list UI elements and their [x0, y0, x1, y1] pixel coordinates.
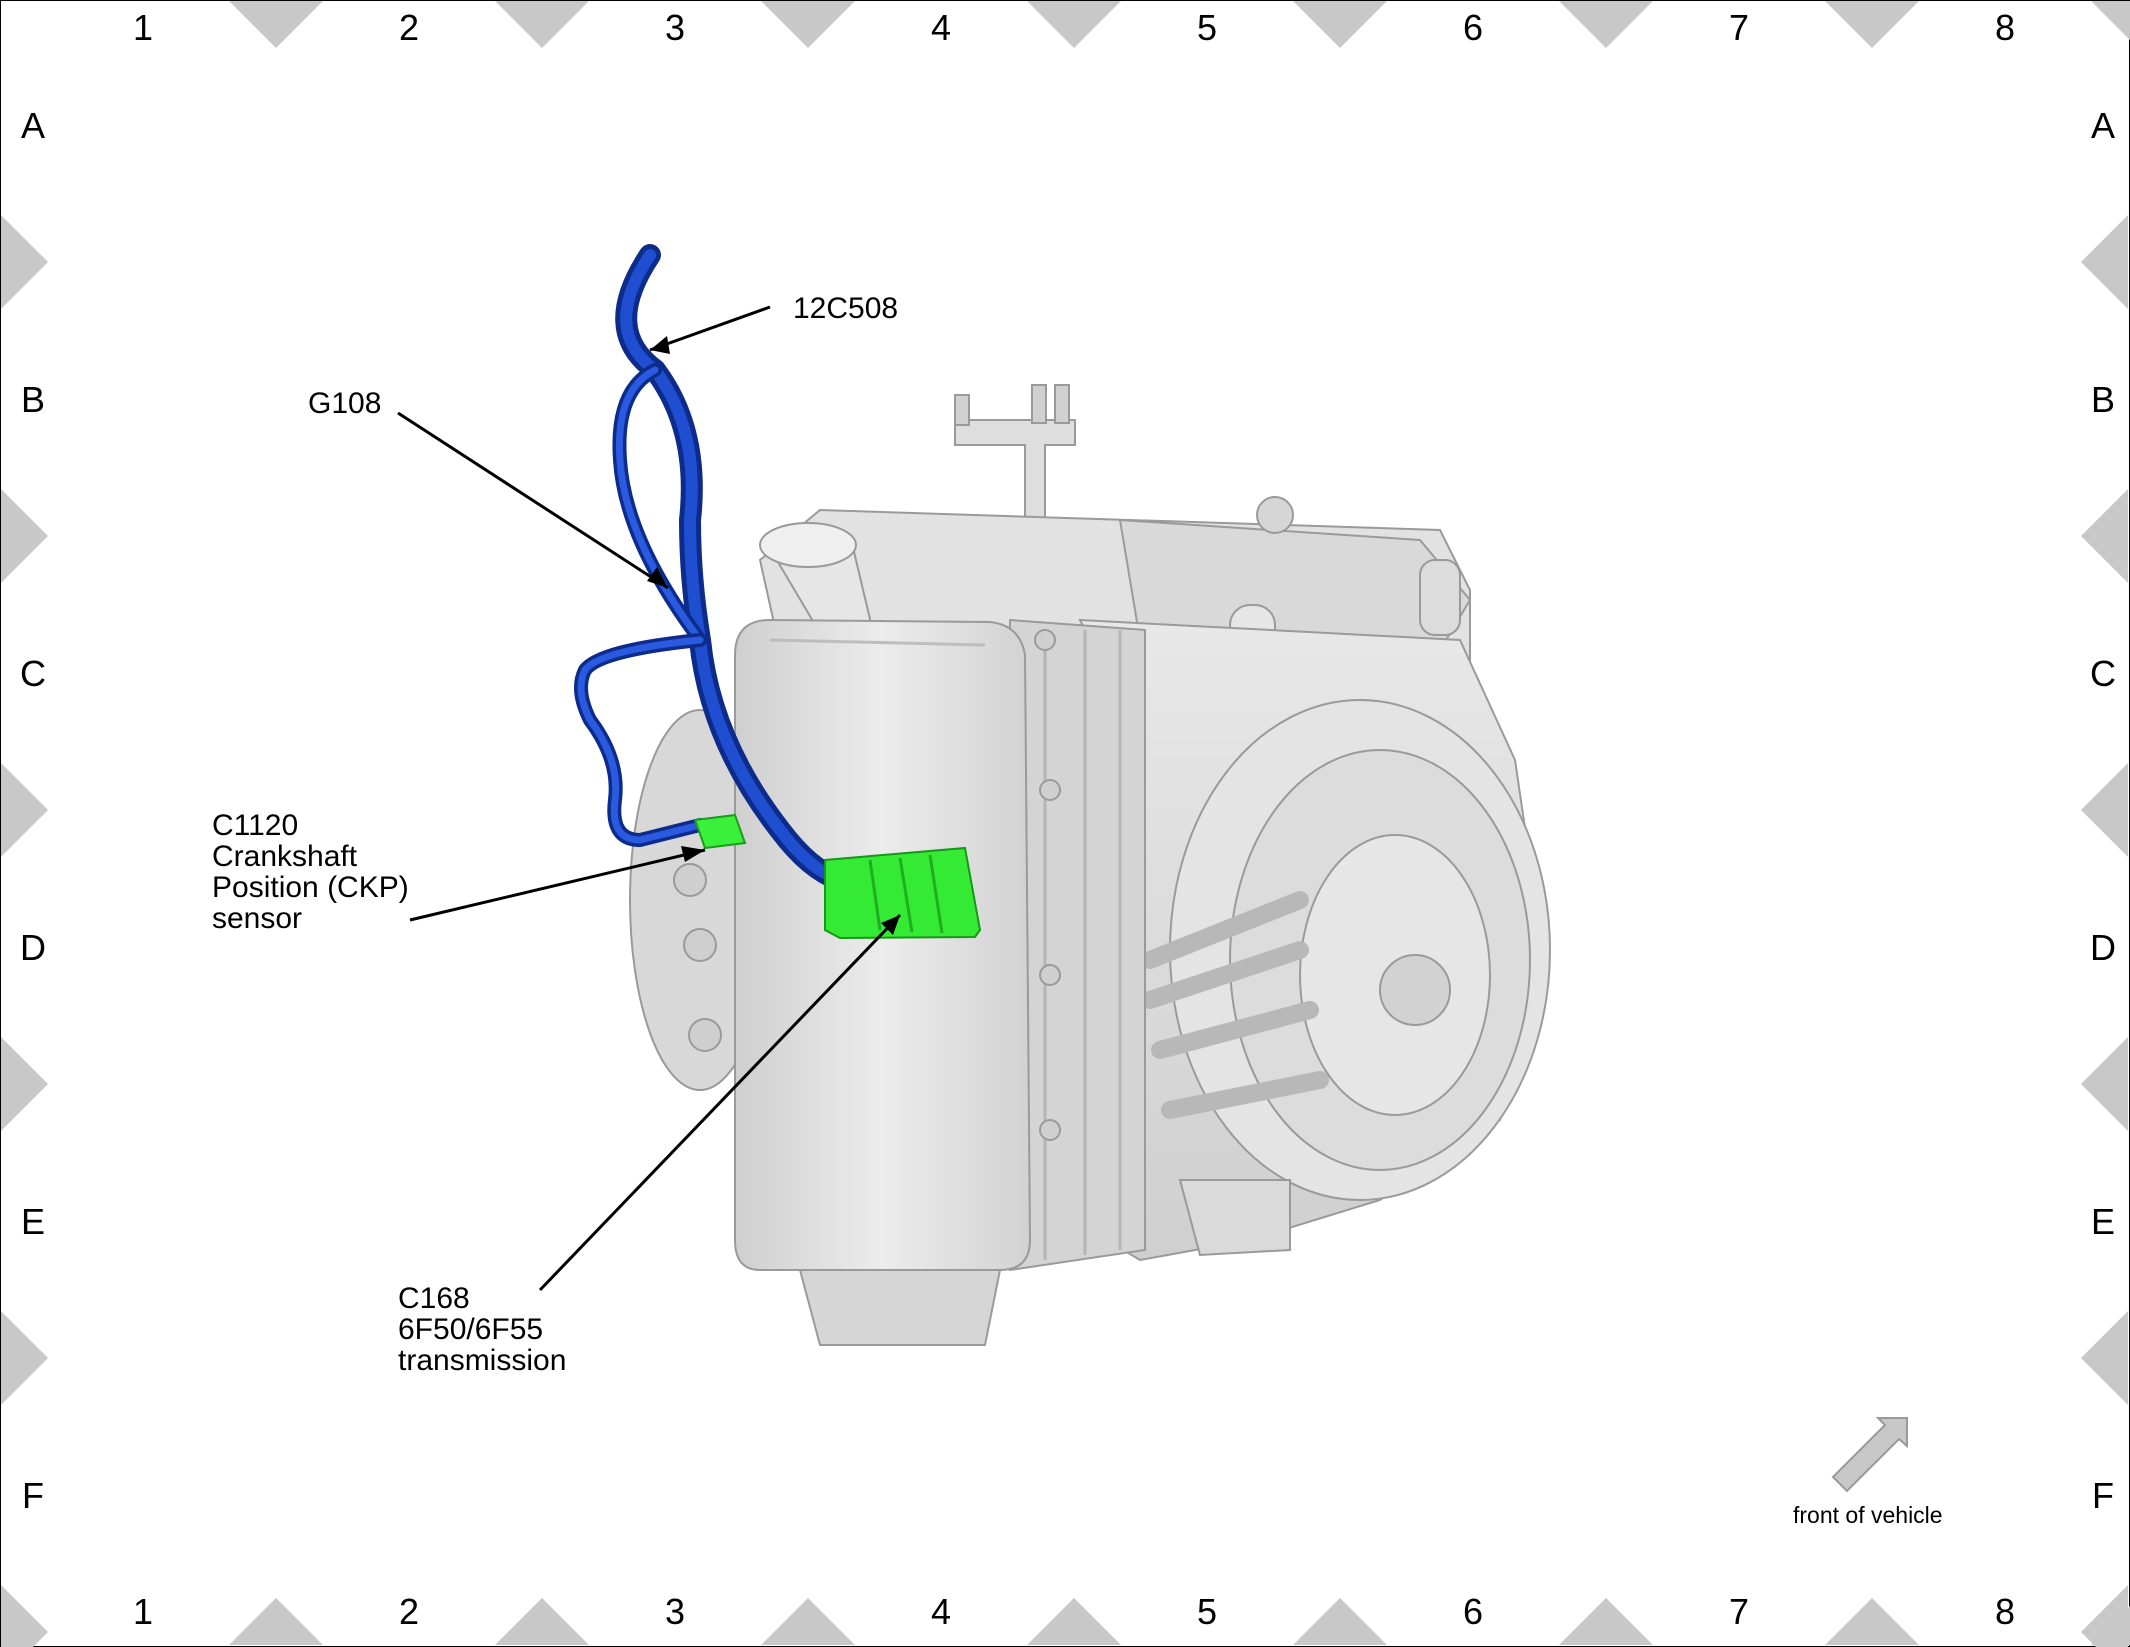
grid-marker-top-2: [495, 1, 589, 48]
column-label-bottom-5: 5: [1197, 1591, 1217, 1632]
grid-marker-right-3: [2081, 763, 2128, 857]
column-label-top-4: 4: [931, 7, 951, 48]
callout-g108-text: G108: [308, 387, 381, 420]
column-label-bottom-1: 1: [133, 1591, 153, 1632]
grid-marker-top-4: [1027, 1, 1121, 48]
row-label-left-C: C: [20, 653, 46, 694]
grid-marker-top-1: [229, 1, 323, 48]
column-label-bottom-7: 7: [1729, 1591, 1749, 1632]
column-label-bottom-6: 6: [1463, 1591, 1483, 1632]
ckp-sensor-connector: [693, 813, 747, 850]
grid-marker-right-6: [2081, 1585, 2128, 1647]
grid-marker-left-5: [1, 1311, 48, 1405]
grid-marker-left-6: [1, 1585, 48, 1647]
leader-arrowheads: [647, 336, 900, 935]
column-label-top-7: 7: [1729, 7, 1749, 48]
column-label-top-8: 8: [1995, 7, 2015, 48]
leader-c168: [538, 913, 902, 1292]
column-labels-bottom: 1 2 3 4 5 6 7 8: [133, 1591, 2015, 1632]
wiring-harness: [574, 244, 908, 914]
callout-c168-line-2: 6F50/6F55: [398, 1313, 543, 1346]
front-of-vehicle-indicator: front of vehicle: [1793, 1417, 1943, 1528]
column-label-top-2: 2: [399, 7, 419, 48]
leader-12c508: [649, 305, 771, 352]
transmission-connector: [824, 846, 982, 940]
row-label-left-B: B: [21, 379, 45, 420]
callout-c1120-line-2: Crankshaft: [212, 840, 358, 873]
callout-c1120: C1120 Crankshaft Position (CKP) sensor: [212, 809, 409, 935]
leader-g108: [397, 411, 669, 590]
grid-marker-right-1: [2081, 215, 2128, 309]
callout-c1120-line-1: C1120: [212, 809, 298, 842]
column-label-top-5: 5: [1197, 7, 1217, 48]
row-label-right-C: C: [2090, 653, 2116, 694]
column-label-top-3: 3: [665, 7, 685, 48]
grid-marker-left-3: [1, 763, 48, 857]
grid-marker-bottom-2: [495, 1598, 589, 1645]
grid-marker-bottom-3: [761, 1598, 855, 1645]
column-label-top-6: 6: [1463, 7, 1483, 48]
callout-c168-line-1: C168: [398, 1282, 470, 1315]
front-of-vehicle-label: front of vehicle: [1793, 1502, 1943, 1528]
grid-marker-bottom-4: [1027, 1598, 1121, 1645]
row-labels-right: A B C D E F: [2090, 105, 2116, 1516]
row-label-right-F: F: [2092, 1475, 2114, 1516]
grid-marker-top-3: [761, 1, 855, 48]
row-label-right-E: E: [2091, 1201, 2115, 1242]
callout-12c508: 12C508: [793, 292, 898, 325]
callout-g108: G108: [308, 387, 381, 420]
callout-c168-line-3: transmission: [398, 1344, 566, 1377]
grid-marker-left-4: [1, 1037, 48, 1131]
row-label-left-D: D: [20, 927, 46, 968]
callout-c1120-line-3: Position (CKP): [212, 871, 409, 904]
grid-marker-right-5: [2081, 1311, 2128, 1405]
grid-marker-right-2: [2081, 489, 2128, 583]
row-label-left-E: E: [21, 1201, 45, 1242]
callout-12c508-text: 12C508: [793, 292, 898, 325]
grid-marker-right-4: [2081, 1037, 2128, 1131]
row-label-right-A: A: [2091, 105, 2115, 146]
grid-marker-bottom-1: [229, 1598, 323, 1645]
leader-c1120: [409, 848, 706, 922]
row-labels-left: A B C D E F: [20, 105, 46, 1516]
grid-marker-bottom-6: [1559, 1598, 1653, 1645]
column-labels-top: 1 2 3 4 5 6 7 8: [133, 7, 2015, 48]
row-label-right-D: D: [2090, 927, 2116, 968]
arrow-down-left-icon: [1831, 1417, 1908, 1493]
transmission-illustration: [629, 384, 1551, 1346]
column-label-bottom-4: 4: [931, 1591, 951, 1632]
grid-marker-left-2: [1, 489, 48, 583]
grid-marker-top-7: [1825, 1, 1919, 48]
grid-marker-left-1: [1, 215, 48, 309]
column-label-bottom-3: 3: [665, 1591, 685, 1632]
column-label-bottom-2: 2: [399, 1591, 419, 1632]
row-label-right-B: B: [2091, 379, 2115, 420]
grid-marker-top-5: [1293, 1, 1387, 48]
row-label-left-A: A: [21, 105, 45, 146]
grid-marker-top-6: [1559, 1, 1653, 48]
callout-c168: C168 6F50/6F55 transmission: [398, 1282, 566, 1377]
grid-marker-bottom-5: [1293, 1598, 1387, 1645]
column-label-top-1: 1: [133, 7, 153, 48]
grid-marker-bottom-7: [1825, 1598, 1919, 1645]
callout-c1120-line-4: sensor: [212, 902, 302, 935]
leader-lines: [397, 305, 902, 1292]
row-label-left-F: F: [22, 1475, 44, 1516]
grid-marker-top-8: [2091, 1, 2130, 40]
column-label-bottom-8: 8: [1995, 1591, 2015, 1632]
